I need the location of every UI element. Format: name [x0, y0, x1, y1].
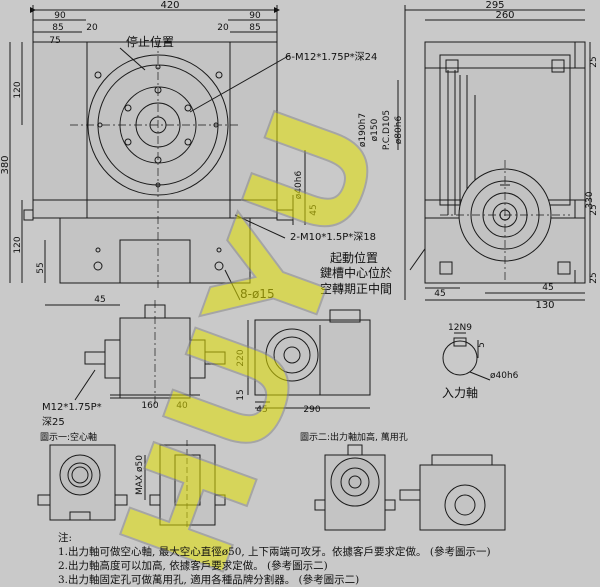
label-figures-fig1-max: MAX ø50 — [135, 455, 145, 495]
label-top-dims-d295: 295 — [485, 0, 504, 11]
label-top-dims-d90a: 90 — [54, 11, 66, 21]
note-2: 2.出力軸高度可以加高, 依據客戶要求定做。 (參考圖示二) — [58, 560, 328, 572]
label-top-dims-d380: 380 — [0, 155, 11, 174]
label-top-dims-d260: 260 — [495, 10, 514, 21]
input-shaft-detail — [442, 332, 491, 381]
label-mid-dims-d45m: 45 — [256, 405, 267, 415]
label-callouts-start-position-1: 起動位置 — [330, 250, 378, 265]
top-view — [9, 5, 471, 306]
label-top-dims-d330: 330 — [585, 191, 595, 208]
label-shaft-dims-pcd105: P.C.D105 — [382, 110, 392, 150]
note-3: 3.出力軸固定孔可做萬用孔, 適用各種品牌分割器。 (參考圖示二) — [58, 574, 360, 586]
label-mid-dims-d220: 220 — [236, 349, 246, 366]
label-top-dims-d55: 55 — [36, 262, 46, 273]
front-view — [74, 300, 226, 405]
label-input-shaft-d40h6: ø40h6 — [490, 371, 519, 381]
label-mid-dims-d40m: 40 — [176, 401, 188, 411]
label-callouts-tap-holes: 6-M12*1.75P*深24 — [285, 51, 377, 63]
label-top-dims-d120a: 120 — [13, 81, 23, 98]
label-top-dims-d20b: 20 — [217, 23, 229, 33]
label-callouts-mount-holes: 8-ø15 — [240, 287, 275, 301]
label-top-dims-d85a: 85 — [52, 23, 63, 33]
label-top-dims-d45b: 45 — [434, 289, 445, 299]
label-mid-dims-d290: 290 — [303, 405, 320, 415]
label-figures-fig2: 圖示二:出力軸加高, 萬用孔 — [300, 431, 408, 443]
label-top-dims-d130: 130 — [535, 300, 554, 311]
label-mid-dims-d15: 15 — [236, 389, 246, 400]
side-view — [397, 5, 591, 301]
figure-2-raised-shaft — [314, 444, 506, 531]
label-shaft-dims-d150: ø150 — [370, 118, 380, 141]
notes-title: 注: — [58, 532, 73, 544]
label-shaft-dims-d80: ø80h6 — [394, 116, 404, 145]
label-top-dims-d120b: 120 — [13, 236, 23, 253]
label-top-dims-d20a: 20 — [86, 23, 98, 33]
label-top-dims-d25a: 25 — [589, 56, 599, 67]
label-top-dims-d45a: 45 — [94, 295, 105, 305]
label-figures-fig1: 圖示一:空心軸 — [40, 431, 97, 443]
label-input-shaft-label: 入力軸 — [442, 386, 478, 400]
label-callouts-start-position-3: 空轉期正中間 — [320, 281, 392, 296]
label-top-dims-d90b: 90 — [249, 11, 261, 21]
label-shaft-dims-d190: ø190h7 — [358, 113, 368, 147]
label-top-dims-d45c: 45 — [542, 283, 553, 293]
label-callouts-side-holes: 2-M10*1.5P*深18 — [290, 231, 376, 243]
notes-block: 注: 1.出力軸可做空心軸, 最大空心直徑ø50, 上下兩端可攻牙。依據客戶要求… — [58, 531, 598, 587]
label-mid-dims-d160: 160 — [141, 401, 158, 411]
label-shaft-dims-d40: ø40h6 — [294, 171, 304, 200]
label-mid-dims-tap-front-depth: 深25 — [42, 416, 65, 428]
label-callouts-start-position-2: 鍵槽中心位於 — [320, 265, 392, 280]
label-callouts-stop-position: 停止位置 — [126, 34, 174, 49]
label-top-dims-d25b: 25 — [589, 204, 599, 215]
label-top-dims-d75: 75 — [49, 36, 60, 46]
end-view — [247, 309, 371, 409]
label-top-dims-d420: 420 — [160, 0, 179, 11]
label-input-shaft-key-dims: 12N9 — [448, 323, 472, 333]
label-top-dims-d85b: 85 — [249, 23, 260, 33]
note-1: 1.出力軸可做空心軸, 最大空心直徑ø50, 上下兩端可攻牙。依據客戶要求定做。… — [58, 546, 491, 558]
label-top-dims-d25c: 25 — [589, 272, 599, 283]
figure-1-hollow-shaft — [37, 440, 226, 530]
label-input-shaft-d5: 5 — [477, 342, 487, 348]
label-mid-dims-tap-front: M12*1.75P* — [42, 402, 102, 413]
label-shaft-dims-d45s: 45 — [309, 204, 319, 215]
